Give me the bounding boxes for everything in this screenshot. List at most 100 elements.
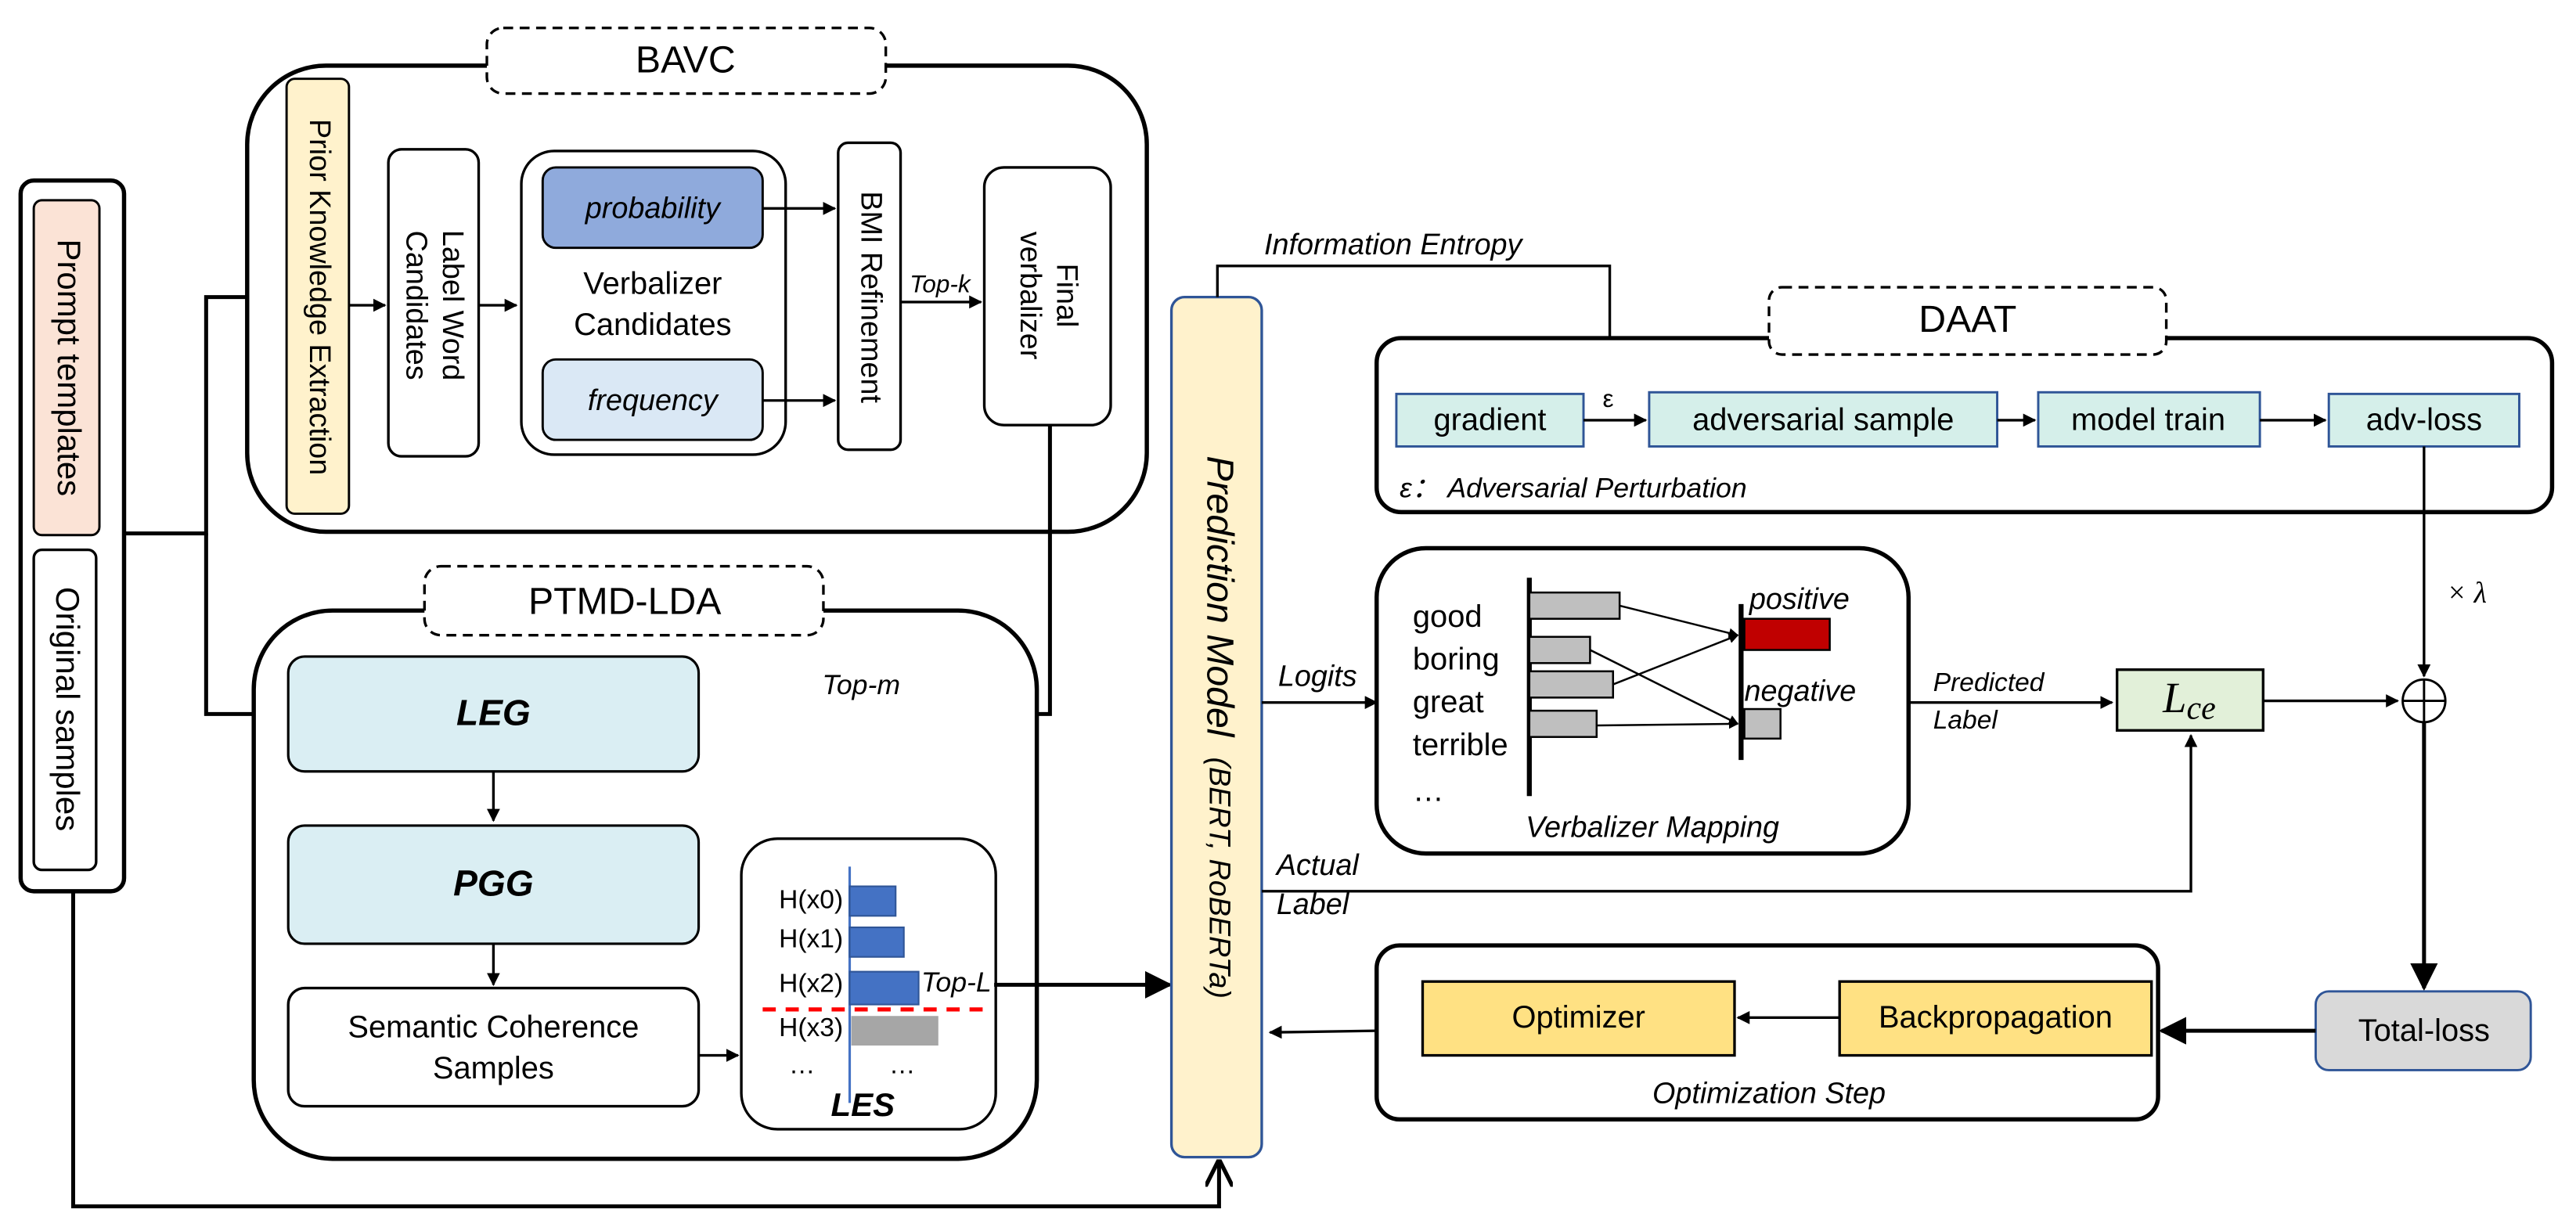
label-word-line2: Candidates [401,231,434,380]
word-boring: boring [1413,642,1500,677]
bmi-refinement-box [837,141,903,452]
predicted-label-line2: Label [1933,706,1999,735]
daat-step-3-label: adv-loss [2366,403,2482,437]
original-samples-box [32,548,98,872]
bavc-title-box [485,26,888,95]
prediction-model-subtitle: (BERT, RoBERTa) [1203,757,1236,998]
prediction-model-title: Prediction Model [1199,455,1241,737]
daat-step-model-train [2037,391,2261,448]
great-to-positive-arrow [1612,633,1739,686]
label-word-candidates-box [387,148,481,458]
good-to-positive-arrow [1619,604,1739,639]
final-verbalizer-box [982,166,1112,427]
verbalizer-mapping-title: Verbalizer Mapping [1526,811,1779,844]
bavc-module: BAVC Prior Knowledge Extraction Label Wo… [245,26,1149,535]
bavc-title: BAVC [636,38,736,81]
bmi-refinement-label: BMI Refinement [856,191,888,403]
word-ellipsis: … [1413,773,1444,808]
optimizer-box [1421,980,1736,1057]
word-bar-great [1528,670,1615,699]
word-bar-terrible [1528,709,1598,738]
les-ellipsis-right: … [889,1051,916,1080]
word-great: great [1413,685,1484,719]
daat-module: DAAT gradient ε adversarial sample model… [1374,286,2555,515]
les-bar-1 [848,926,905,958]
label-negative: negative [1745,675,1857,707]
daat-note: ε： Adversarial Perturbation [1400,472,1747,503]
les-row-1: H(x1) [779,925,843,954]
lce-main: L [2162,674,2186,722]
verbalizer-mapping: good boring great terrible … positive ne… [1374,545,1911,856]
lambda-label: × λ [2447,577,2487,610]
word-bar-boring [1528,635,1591,664]
probability-label: probability [585,191,722,224]
epsilon-label: ε [1602,385,1613,412]
actual-label-line2: Label [1277,887,1350,920]
input-to-prior-arrow [124,283,286,536]
sum-operator-icon [2401,678,2447,724]
final-line1: Final [1050,264,1083,328]
boring-to-negative-arrow [1589,649,1739,725]
les-bar-0 [848,885,897,917]
predicted-label-line1: Predicted [1933,668,2045,697]
les-row-2: H(x2) [779,969,843,998]
label-positive: positive [1749,582,1850,615]
les-bar-2 [848,970,920,1006]
lce-label: Lce [2162,674,2216,726]
semantic-coherence-box [286,986,701,1108]
ptmd-title: PTMD-LDA [528,581,722,623]
les-title: LES [831,1086,895,1123]
les-row-0: H(x0) [779,885,843,914]
optimization-to-model-arrow [1268,1025,1377,1039]
daat-title: DAAT [1918,298,2016,340]
word-good: good [1413,599,1483,634]
total-loss-label: Total-loss [2358,1013,2490,1048]
daat-step-2-label: model train [2071,403,2225,437]
daat-step-gradient [1395,392,1585,448]
word-terrible: terrible [1413,728,1508,762]
top-m-label: Top-m [822,669,900,700]
semantic-line2: Samples [433,1051,554,1085]
final-line2: verbalizer [1014,232,1047,360]
backpropagation-box [1838,980,2153,1057]
prompt-templates-box [32,199,101,537]
les-ellipsis-left: … [789,1051,816,1080]
ptmd-lda-module: PTMD-LDA Top-m LEG PGG Semantic Coherenc… [251,564,1039,1161]
daat-title-box [1767,286,2168,356]
actual-label-arrow [1261,733,2198,893]
top-l-label: Top-L [921,966,992,998]
lce-sub: ce [2186,691,2215,727]
pgg-label: PGG [453,863,534,904]
negative-bar [1743,707,1782,740]
prior-knowledge-box [285,77,351,515]
positive-bar [1743,617,1831,651]
prompt-templates-label: Prompt templates [51,239,88,496]
prediction-model-label: Prediction Model (BERT, RoBERTa) [1199,455,1241,999]
les-row-3: H(x3) [779,1013,843,1042]
verbalizer-line1: Verbalizer [583,266,722,301]
word-bar-good [1528,591,1621,620]
logits-label: Logits [1278,660,1357,693]
top-k-label: Top-k [910,270,972,297]
semantic-line1: Semantic Coherence [348,1010,639,1045]
prediction-model: Prediction Model (BERT, RoBERTa) [1169,295,1263,1159]
info-entropy-label: Information Entropy [1264,228,1524,261]
leg-label: LEG [456,693,531,733]
optimization-title: Optimization Step [1652,1076,1886,1109]
daat-step-1-label: adversarial sample [1692,403,1954,437]
optimization-step: Optimizer Backpropagation Optimization S… [1374,943,2160,1122]
original-to-model-arrow [70,891,1219,1209]
les-bar-3 [851,1016,939,1046]
prior-knowledge-label: Prior Knowledge Extraction [304,119,337,475]
daat-step-0-label: gradient [1434,403,1547,437]
optimizer-label: Optimizer [1512,1000,1645,1035]
frequency-label: frequency [588,383,719,416]
original-samples-label: Original samples [49,587,86,831]
backpropagation-label: Backpropagation [1879,1000,2113,1035]
terrible-to-negative-arrow [1596,718,1739,729]
lce-box [2115,668,2264,732]
label-word-line1: Label Word [437,230,470,380]
verbalizer-line2: Candidates [574,308,732,342]
input-panel: Prompt templates Original samples [18,178,127,894]
